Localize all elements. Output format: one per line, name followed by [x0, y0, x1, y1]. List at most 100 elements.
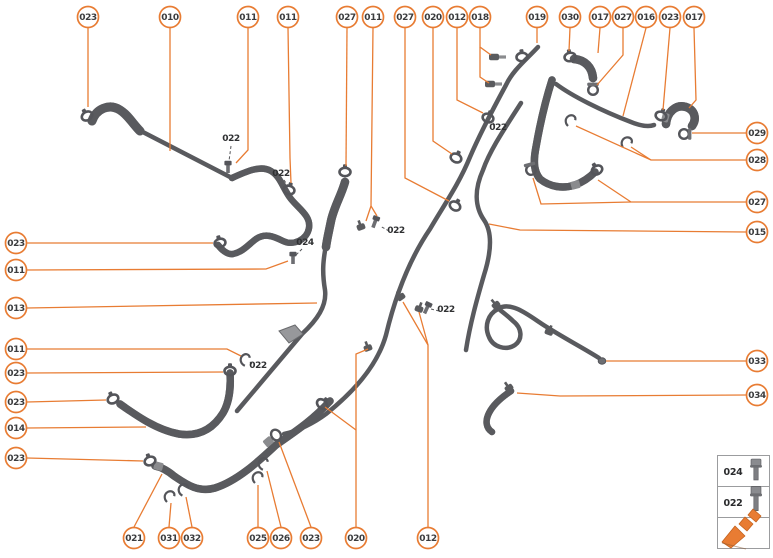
callout-circle[interactable]: [588, 5, 612, 29]
leader-line: [324, 406, 357, 431]
callout-023[interactable]: 023: [76, 5, 100, 29]
callout-023[interactable]: 023: [4, 361, 28, 385]
callout-circle[interactable]: [393, 5, 417, 29]
callout-circle[interactable]: [236, 5, 260, 29]
callout-circle[interactable]: [745, 349, 769, 373]
callout-circle[interactable]: [76, 5, 100, 29]
inline-label: 022: [272, 169, 290, 179]
callout-label: 011: [279, 13, 297, 23]
callout-027[interactable]: 027: [335, 5, 359, 29]
callout-010[interactable]: 010: [158, 5, 182, 29]
callout-020[interactable]: 020: [344, 526, 368, 550]
leader-line: [402, 301, 429, 527]
callout-circle[interactable]: [745, 121, 769, 145]
hose-010-pipe: [134, 126, 235, 181]
callout-033[interactable]: 033: [745, 349, 769, 373]
callout-015[interactable]: 015: [745, 220, 769, 244]
callout-023[interactable]: 023: [4, 231, 28, 255]
callout-label: 013: [7, 304, 25, 314]
callout-025[interactable]: 025: [246, 526, 270, 550]
callout-026[interactable]: 026: [269, 526, 293, 550]
callout-011[interactable]: 011: [4, 258, 28, 282]
callout-023[interactable]: 023: [299, 526, 323, 550]
callout-circle[interactable]: [158, 5, 182, 29]
callout-016[interactable]: 016: [634, 5, 658, 29]
callout-circle[interactable]: [745, 383, 769, 407]
callout-circle[interactable]: [682, 5, 706, 29]
callout-circle[interactable]: [269, 526, 293, 550]
callout-032[interactable]: 032: [180, 526, 204, 550]
callout-circle[interactable]: [180, 526, 204, 550]
callout-027[interactable]: 027: [611, 5, 635, 29]
callout-017[interactable]: 017: [588, 5, 612, 29]
callout-027[interactable]: 027: [393, 5, 417, 29]
callout-circle[interactable]: [4, 446, 28, 470]
callout-circle[interactable]: [634, 5, 658, 29]
leader-line: [26, 399, 107, 403]
callout-circle[interactable]: [745, 220, 769, 244]
leader-line: [404, 28, 450, 202]
callout-circle[interactable]: [468, 5, 492, 29]
callout-label: 033: [748, 357, 766, 367]
callout-circle[interactable]: [246, 526, 270, 550]
callout-034[interactable]: 034: [745, 383, 769, 407]
callout-011[interactable]: 011: [276, 5, 300, 29]
callout-circle[interactable]: [658, 5, 682, 29]
leader-line: [532, 177, 632, 205]
callout-circle[interactable]: [445, 5, 469, 29]
leader-line: [432, 28, 453, 155]
callout-013[interactable]: 013: [4, 296, 28, 320]
callout-014[interactable]: 014: [4, 416, 28, 440]
callout-circle[interactable]: [4, 231, 28, 255]
callout-017[interactable]: 017: [682, 5, 706, 29]
callout-circle[interactable]: [611, 5, 635, 29]
callout-031[interactable]: 031: [157, 526, 181, 550]
callout-018[interactable]: 018: [468, 5, 492, 29]
callout-circle[interactable]: [525, 5, 549, 29]
callout-012[interactable]: 012: [416, 526, 440, 550]
callout-label: 021: [125, 534, 143, 544]
callout-circle[interactable]: [344, 526, 368, 550]
hose-034: [483, 387, 515, 436]
callout-027[interactable]: 027: [745, 190, 769, 214]
callout-011[interactable]: 011: [361, 5, 385, 29]
callout-circle[interactable]: [745, 190, 769, 214]
callout-circle[interactable]: [4, 337, 28, 361]
callout-circle[interactable]: [4, 361, 28, 385]
callout-021[interactable]: 021: [122, 526, 146, 550]
callout-circle[interactable]: [335, 5, 359, 29]
callout-011[interactable]: 011: [236, 5, 260, 29]
callout-019[interactable]: 019: [525, 5, 549, 29]
callout-circle[interactable]: [4, 296, 28, 320]
callout-020[interactable]: 020: [421, 5, 445, 29]
callout-circle[interactable]: [4, 258, 28, 282]
legend-box: 024 022: [717, 455, 770, 550]
callout-circle[interactable]: [299, 526, 323, 550]
callout-label: 011: [7, 345, 25, 355]
callout-circle[interactable]: [558, 5, 582, 29]
leader-line: [479, 28, 492, 56]
callout-029[interactable]: 029: [745, 121, 769, 145]
clamp-023: [653, 105, 671, 124]
callout-012[interactable]: 012: [445, 5, 469, 29]
callout-circle[interactable]: [745, 148, 769, 172]
callout-circle[interactable]: [122, 526, 146, 550]
callout-circle[interactable]: [4, 390, 28, 414]
callout-label: 031: [160, 534, 178, 544]
callout-023[interactable]: 023: [658, 5, 682, 29]
callout-circle[interactable]: [421, 5, 445, 29]
callout-circle[interactable]: [276, 5, 300, 29]
callout-011[interactable]: 011: [4, 337, 28, 361]
callout-023[interactable]: 023: [4, 390, 28, 414]
callout-023[interactable]: 023: [4, 446, 28, 470]
callout-circle[interactable]: [361, 5, 385, 29]
callout-circle[interactable]: [4, 416, 28, 440]
callout-circle[interactable]: [416, 526, 440, 550]
callout-circle[interactable]: [157, 526, 181, 550]
callout-028[interactable]: 028: [745, 148, 769, 172]
callout-030[interactable]: 030: [558, 5, 582, 29]
leader-line: [266, 470, 282, 528]
spring-clip-028: [564, 114, 577, 128]
leader-line: [133, 473, 163, 528]
